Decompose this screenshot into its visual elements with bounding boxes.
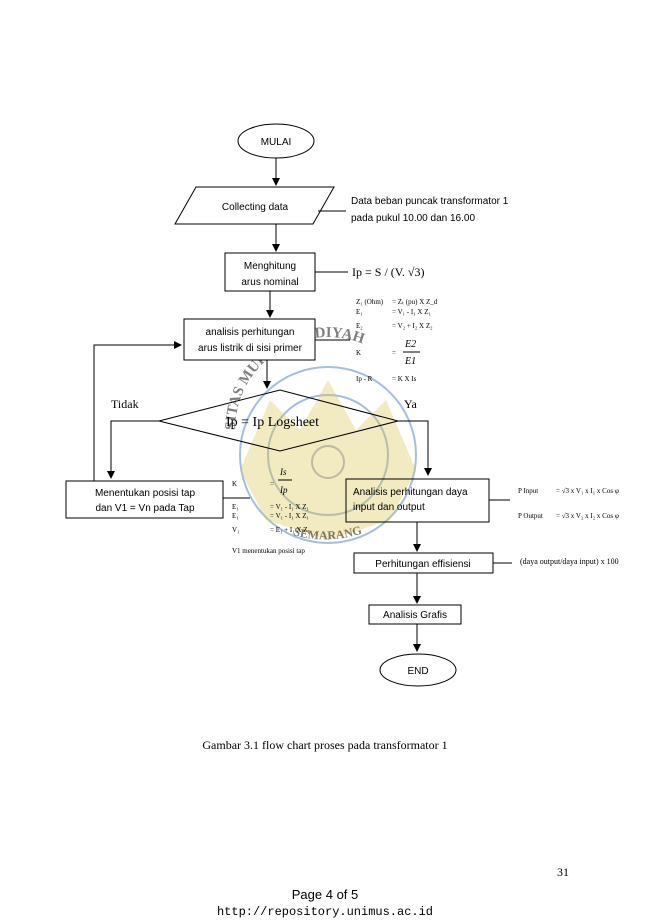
tap-e2-label: E₁ [232,512,239,520]
p-input-eq: = √3 x V₁ x I₁ x Cos φ [556,487,619,495]
watermark-text-bottom: SEMARANG [292,523,363,543]
formula-k-equals: = [392,349,396,357]
tap-v-label: V₁ [232,526,240,534]
p-input-label: P Input [518,487,538,495]
end-label: END [407,666,428,677]
tap-e1-eq: = V₁ - I₁ X Z₁ [270,503,309,511]
tap-k-den: Ip [279,485,288,495]
tap-formulas: K = Is Ip E₁ = V₁ - I₁ X Z₁ E₁ = V₁ - I₁… [232,467,310,555]
p-output-eq: = √3 x V₂ x I₂ x Cos φ [556,512,619,520]
formula-e2-label: E₂ [356,322,363,330]
svg-text:SEMARANG: SEMARANG [292,523,363,543]
formula-e1-eq: = V₁ - I₁ X Z₁ [392,308,431,316]
tap-e2-eq: = V₁ - I₁ X Z₁ [270,512,309,520]
tap-position-box [65,480,224,519]
power-line1: Analisis perhitungan daya [353,487,468,498]
footer-url: http://repository.unimus.ac.id [216,905,434,919]
formula-z-eq: = Zₜ (pu) X Z_d [392,298,438,306]
tap-e1-label: E₁ [232,503,239,511]
no-label: Tidak [111,397,139,411]
tap-k-equals: = [270,480,274,488]
power-line2: input dan output [353,502,425,513]
tap-line1: Menentukan posisi tap [95,488,196,499]
formula-k-num: E2 [404,339,416,350]
figure-caption: Gambar 3.1 flow chart proses pada transf… [202,738,448,752]
eff-formula: (daya output/daya input) x 100 [520,557,619,566]
tap-line2: dan V1 = Vn pada Tap [95,503,195,514]
primary-line2: arus listrik di sisi primer [198,343,303,354]
formula-k-label: K [356,349,361,357]
p-output-label: P Output [518,512,543,520]
end-terminal [379,653,457,687]
eff-label: Perhitungan effisiensi [375,559,470,570]
page-number: 31 [557,865,569,879]
tap-v-eq: = E₁ + I₁ X Z₁ [270,526,310,534]
graph-analysis-box [368,604,462,625]
start-label: MULAI [261,137,292,148]
footer-page-indicator: Page 4 of 5 [291,887,359,902]
formula-z-label: Z₁ (Ohm) [356,298,384,306]
formula-is-label: Ip - R [356,375,373,383]
formula-k-den: E1 [404,356,416,367]
nominal-current-box [224,252,316,292]
nominal-line1: Menghitung [244,261,296,272]
decision-label: Ip = Ip Logsheet [226,415,319,430]
formula-is-eq: = K X Is [392,375,417,383]
nominal-line2: arus nominal [241,277,298,288]
primary-formulas: Z₁ (Ohm) = Zₜ (pu) X Z_d E₁ = V₁ - I₁ X … [356,298,438,383]
graph-label: Analisis Grafis [383,610,447,621]
collect-label: Collecting data [222,202,289,213]
power-formulas: P Input = √3 x V₁ x I₁ x Cos φ P Output … [518,487,619,520]
formula-e1-label: E₁ [356,308,363,316]
collect-data-shape [174,186,335,225]
nominal-formula: Ip = S / (V. √3) [352,265,424,279]
primary-line1: analisis perhitungan [206,327,295,338]
yes-label: Ya [404,397,417,411]
tap-k-num: Is [279,467,287,477]
formula-e2-eq: = V₂ + I₂ X Z₂ [392,322,433,330]
tap-k-label: K [232,480,237,488]
collect-note-line2: pada pukul 10.00 dan 16.00 [351,213,475,224]
collect-note-line1: Data beban puncak transformator 1 [351,196,509,207]
tap-note: V1 menentukan posisi tap [232,547,305,555]
